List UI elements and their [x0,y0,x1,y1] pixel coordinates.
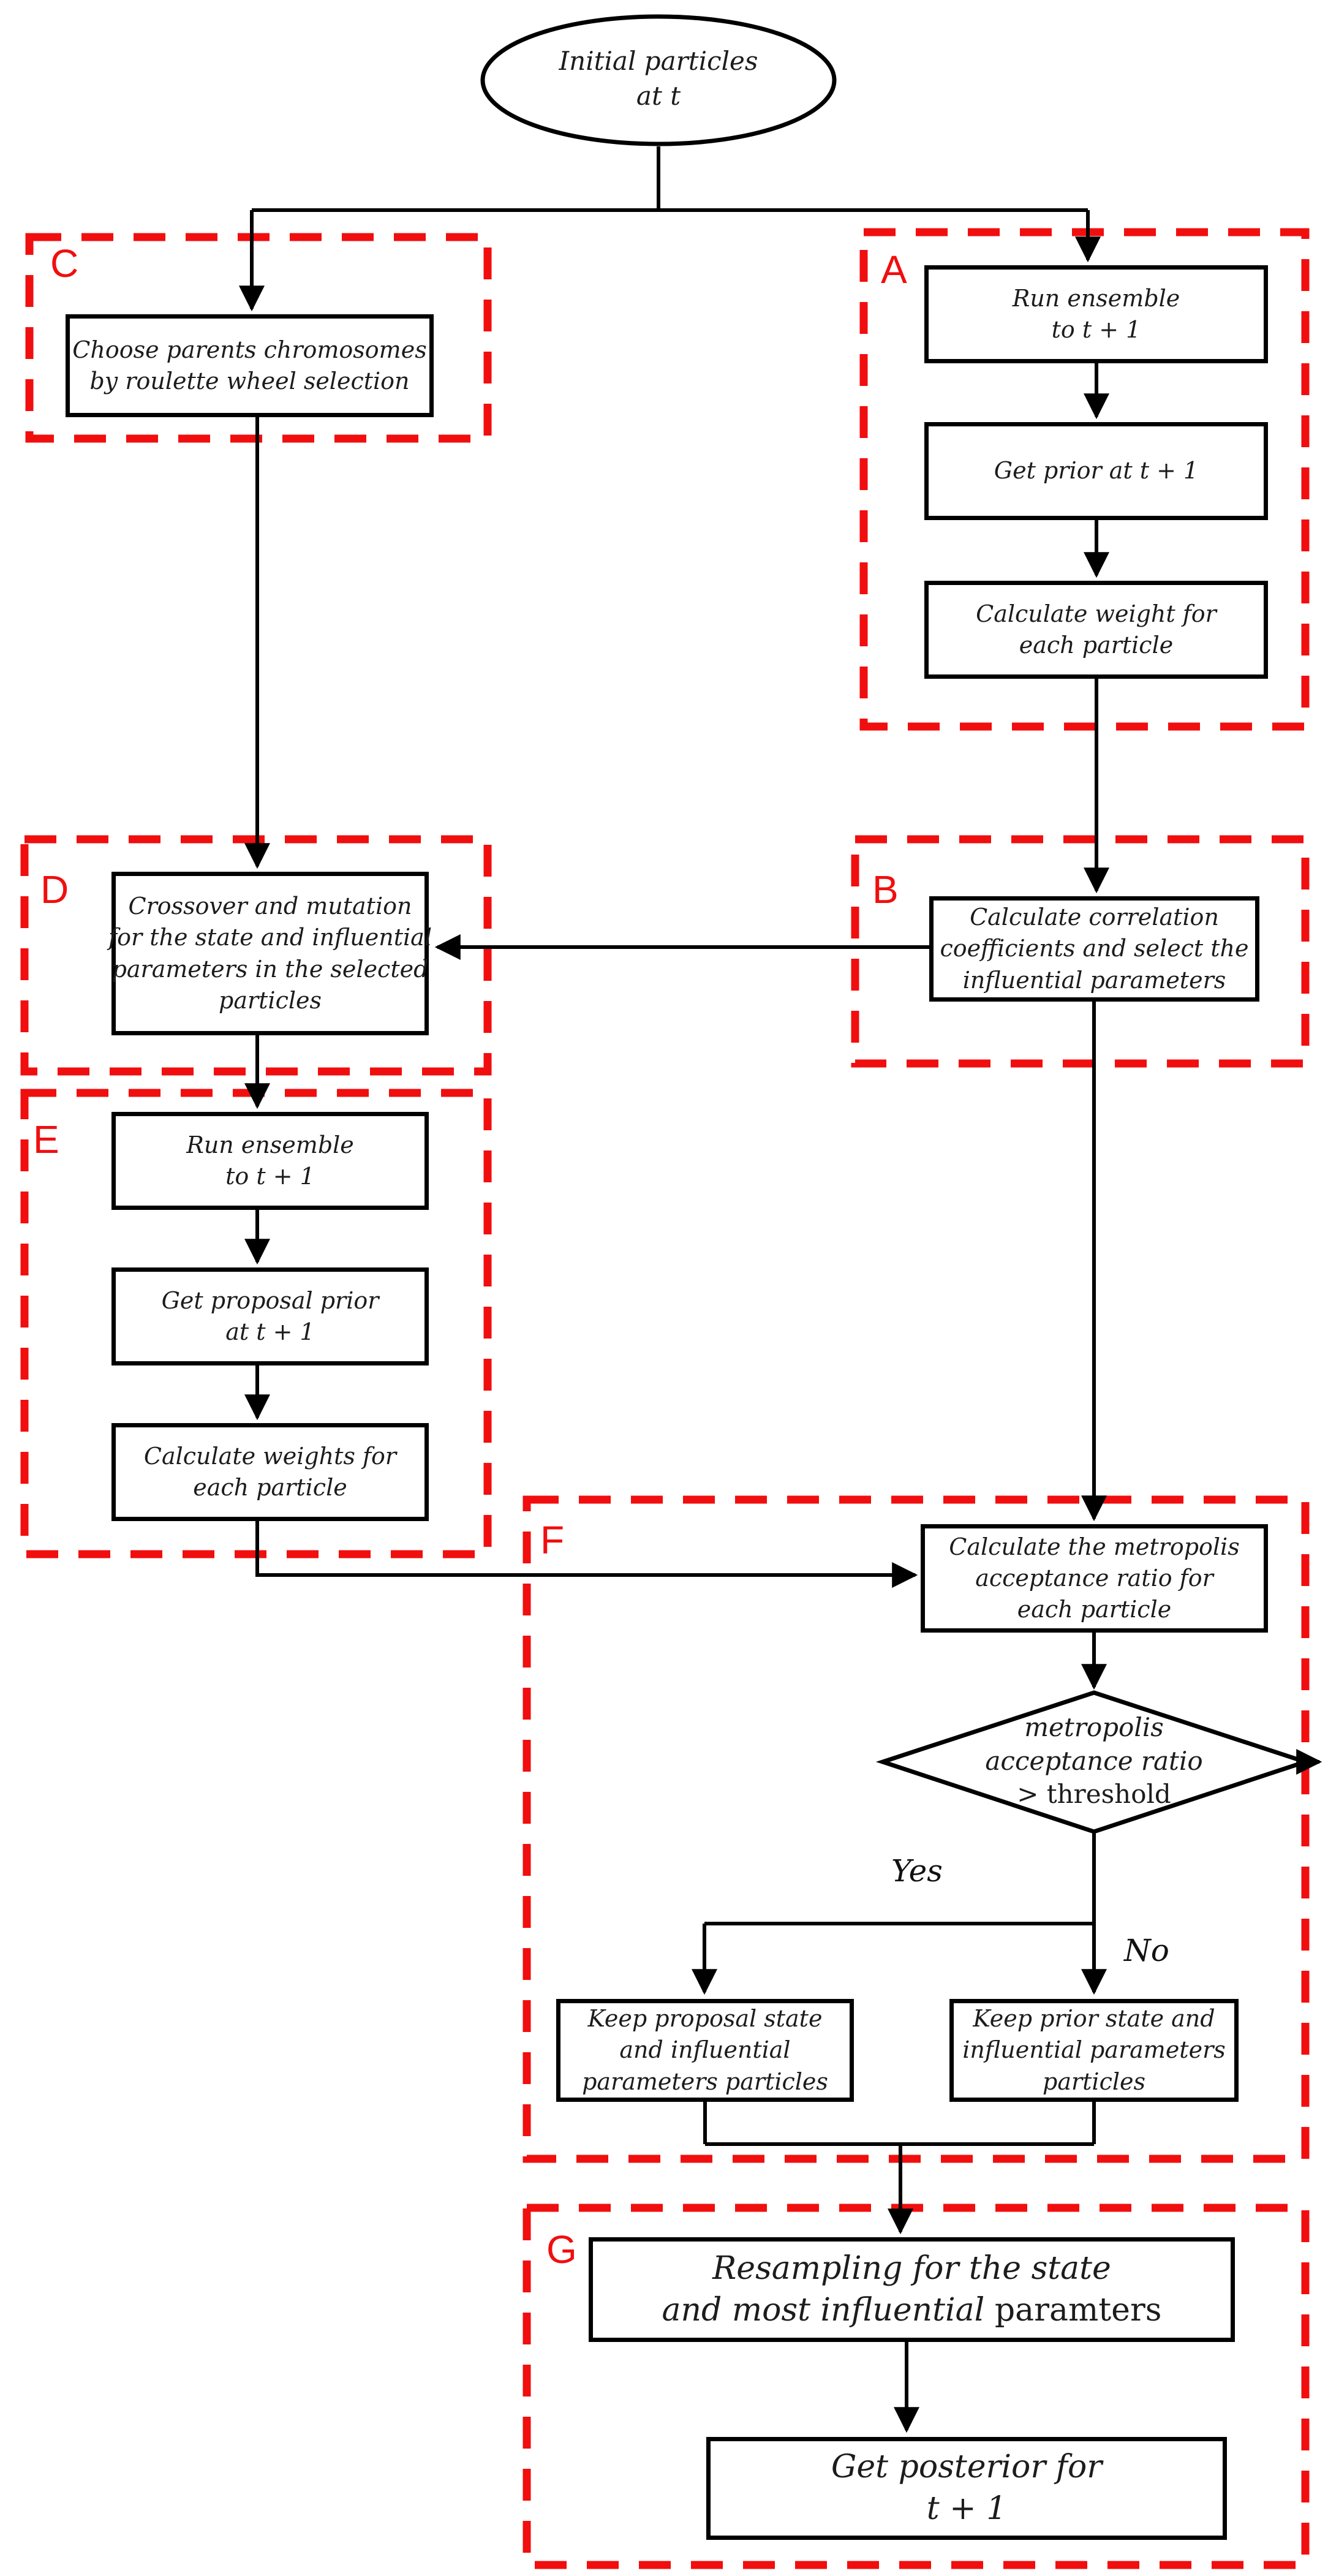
group-f-boundary [523,1495,1310,2163]
node-run-ensemble-prior: Run ensemble to t + 1 [924,265,1268,363]
group-g-boundary [523,2204,1310,2569]
edge-e3-f1-elbow [255,1521,918,1588]
node-keep-prior: Keep prior state and influential paramet… [949,1999,1239,2102]
group-label-b: B [872,867,899,912]
node-get-prior: Get prior at t + 1 [924,422,1268,520]
node-get-proposal-prior: Get proposal prior at t + 1 [111,1267,429,1365]
node-correlation-coefficients: Calculate correlation coefficients and s… [929,896,1259,1002]
start-terminator-label: Initial particles at t [559,46,758,111]
node-run-ensemble-proposal: Run ensemble to t + 1 [111,1112,429,1210]
group-label-f: F [540,1518,565,1562]
group-label-c: C [50,241,79,285]
node-calculate-weight: Calculate weight for each particle [924,581,1268,679]
node-crossover-mutation: Crossover and mutation for the state and… [108,872,432,1035]
group-label-a: A [881,247,907,292]
group-label-d: D [40,867,69,912]
node-keep-proposal: Keep proposal state and influential para… [556,1999,854,2102]
branch-label-yes: Yes [891,1853,943,1889]
node-metropolis-ratio: Calculate the metropolis acceptance rati… [921,1524,1268,1633]
branch-label-no: No [1124,1933,1169,1968]
group-label-g: G [546,2227,577,2272]
group-b-boundary [851,835,1310,1068]
node-choose-parents: Choose parents chromosomes by roulette w… [66,314,434,417]
node-get-posterior: Get posterior for t + 1 [706,2437,1227,2540]
node-calculate-weights-proposal: Calculate weights for each particle [111,1423,429,1521]
decision-diamond-label: metropolis acceptance ratio > threshold [985,1712,1203,1810]
group-a-boundary [859,228,1310,731]
node-resampling: Resampling for the state and most influe… [589,2237,1235,2342]
start-terminator-shape [480,14,837,146]
group-label-e: E [33,1117,59,1161]
